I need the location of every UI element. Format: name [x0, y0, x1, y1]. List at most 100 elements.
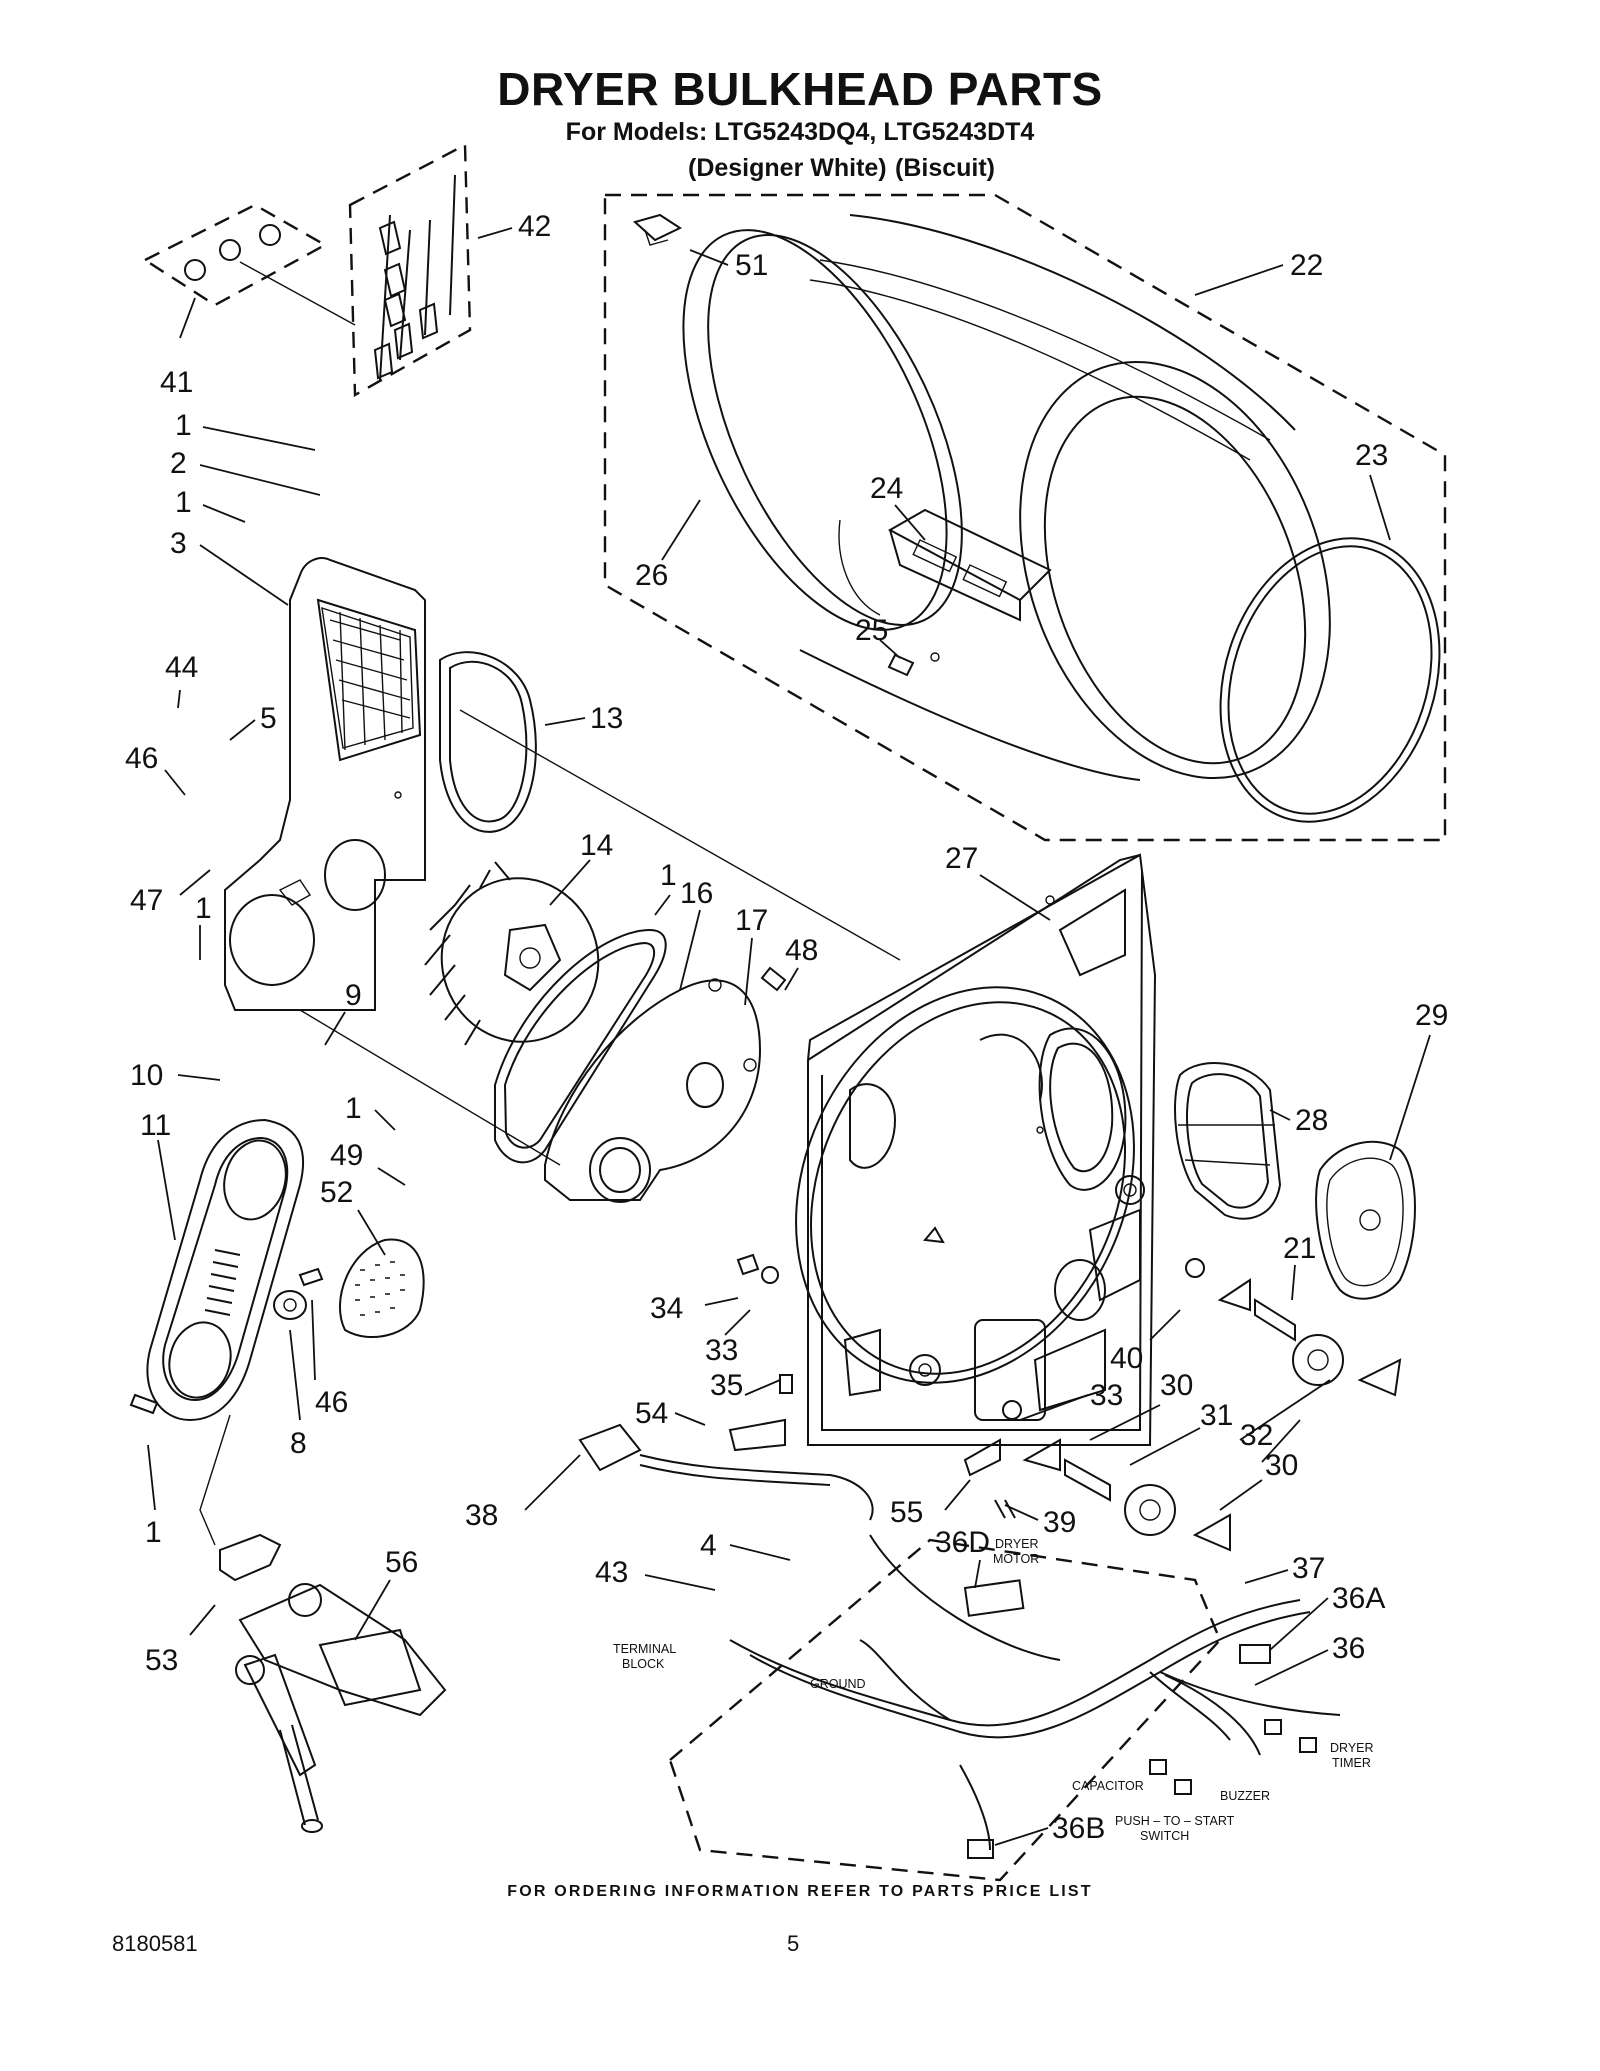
drive-belt	[494, 928, 667, 1164]
callout-30: 30	[1265, 1449, 1298, 1482]
callout-8: 8	[290, 1427, 307, 1460]
callout-42: 42	[518, 210, 551, 243]
callout-43: 43	[595, 1556, 628, 1589]
drum-assembly-box	[603, 193, 1447, 842]
callout-22: 22	[1290, 249, 1323, 282]
callout-1: 1	[195, 892, 212, 925]
callout-2: 2	[170, 447, 187, 480]
callout-35: 35	[710, 1369, 743, 1402]
callout-40: 40	[1110, 1342, 1143, 1375]
drum-glide-part	[632, 213, 683, 246]
dryer-motor-label-1: DRYER	[995, 1537, 1039, 1551]
dryer-timer-label-1: DRYER	[1330, 1741, 1374, 1755]
thermostat-8	[273, 1290, 307, 1320]
lint-duct-front	[146, 1118, 305, 1422]
callout-37: 37	[1292, 1552, 1325, 1585]
callout-1: 1	[660, 859, 677, 892]
callout-36d: 36D	[935, 1526, 990, 1559]
callout-46: 46	[125, 742, 158, 775]
rear-drum-seal	[1219, 537, 1441, 823]
ground-label: GROUND	[810, 1677, 866, 1691]
leader-lines	[147, 227, 1431, 1846]
callout-29: 29	[1415, 999, 1448, 1032]
callout-9: 9	[345, 979, 362, 1012]
callout-3: 3	[170, 527, 187, 560]
callout-16: 16	[680, 877, 713, 910]
dryer-motor-label-2: MOTOR	[993, 1552, 1039, 1566]
variant-biscuit: (Biscuit)	[895, 154, 995, 182]
heater-wire-kit-box	[348, 143, 472, 398]
valve-bracket-53	[199, 1414, 282, 1582]
heater-duct	[224, 557, 426, 1011]
callout-46: 46	[315, 1386, 348, 1419]
blower-housing	[544, 978, 762, 1203]
wiring-harness-plate	[668, 1534, 1341, 1882]
buzzer-label: BUZZER	[1220, 1789, 1270, 1803]
plug-part-48	[760, 966, 787, 992]
callout-24: 24	[870, 472, 903, 505]
callout-52: 52	[320, 1176, 353, 1209]
screw-1f	[129, 1393, 159, 1415]
small-parts-center	[728, 1253, 1016, 1519]
page-number: 5	[787, 1931, 800, 1956]
power-cord	[578, 1423, 874, 1521]
dryer-timer-label-2: TIMER	[1332, 1756, 1371, 1770]
callout-53: 53	[145, 1644, 178, 1677]
callout-39: 39	[1043, 1506, 1076, 1539]
gas-valve-assembly	[235, 1583, 447, 1833]
callout-14: 14	[580, 829, 613, 862]
callout-51: 51	[735, 249, 768, 282]
callout-11: 11	[140, 1109, 171, 1142]
callout-23: 23	[1355, 439, 1388, 472]
callout-28: 28	[1295, 1104, 1328, 1137]
capacitor-label: CAPACITOR	[1072, 1779, 1144, 1793]
callout-36a: 36A	[1332, 1582, 1385, 1615]
bulkhead-rear-panel	[795, 853, 1157, 1446]
callout-labels: 42 41 1 2 1 3 44 5 46 47 1 13 14 1 16 17…	[125, 210, 1448, 1845]
variant-designer-white: (Designer White)	[688, 154, 887, 182]
callout-1: 1	[175, 409, 192, 442]
drum-baffle	[838, 508, 1052, 622]
screw-46b	[298, 1267, 324, 1287]
callout-1: 1	[145, 1516, 162, 1549]
callout-55: 55	[890, 1496, 923, 1529]
lint-screen-52	[339, 1238, 425, 1339]
duct-seal-28	[1174, 1062, 1282, 1220]
callout-44: 44	[165, 651, 198, 684]
push-to-start-label-1: PUSH – TO – START	[1115, 1814, 1235, 1828]
terminal-block-label-2: BLOCK	[622, 1657, 665, 1671]
callout-30: 30	[1160, 1369, 1193, 1402]
callout-33: 33	[1090, 1379, 1123, 1412]
callout-5: 5	[260, 702, 277, 735]
callout-1: 1	[175, 486, 192, 519]
callout-10: 10	[130, 1059, 163, 1092]
page-title: DRYER BULKHEAD PARTS	[497, 63, 1103, 115]
callout-34: 34	[650, 1292, 683, 1325]
component-labels: DRYER MOTOR TERMINAL BLOCK GROUND CAPACI…	[613, 1537, 1374, 1843]
callout-17: 17	[735, 904, 768, 937]
callout-32: 32	[1240, 1419, 1273, 1452]
callout-56: 56	[385, 1546, 418, 1579]
callout-27: 27	[945, 842, 978, 875]
callout-31: 31	[1200, 1399, 1233, 1432]
callout-4: 4	[700, 1529, 717, 1562]
callout-13: 13	[590, 702, 623, 735]
duct-seal-13	[439, 651, 537, 833]
callout-41: 41	[160, 366, 193, 399]
callout-36b: 36B	[1052, 1812, 1105, 1845]
blower-wheel	[424, 861, 600, 1046]
callout-54: 54	[635, 1397, 668, 1430]
callout-1: 1	[345, 1092, 362, 1125]
roller-assembly-upper	[1185, 1258, 1402, 1397]
dryer-drum	[682, 214, 1331, 781]
document-number: 8180581	[112, 1931, 198, 1956]
callout-26: 26	[635, 559, 668, 592]
callout-49: 49	[330, 1139, 363, 1172]
lint-screen-29	[1315, 1140, 1416, 1300]
roller-assembly-lower	[1002, 1400, 1231, 1552]
models-line: For Models: LTG5243DQ4, LTG5243DT4	[565, 118, 1035, 146]
callout-47: 47	[130, 884, 163, 917]
callout-21: 21	[1283, 1232, 1316, 1265]
terminal-block-label-1: TERMINAL	[613, 1642, 676, 1656]
